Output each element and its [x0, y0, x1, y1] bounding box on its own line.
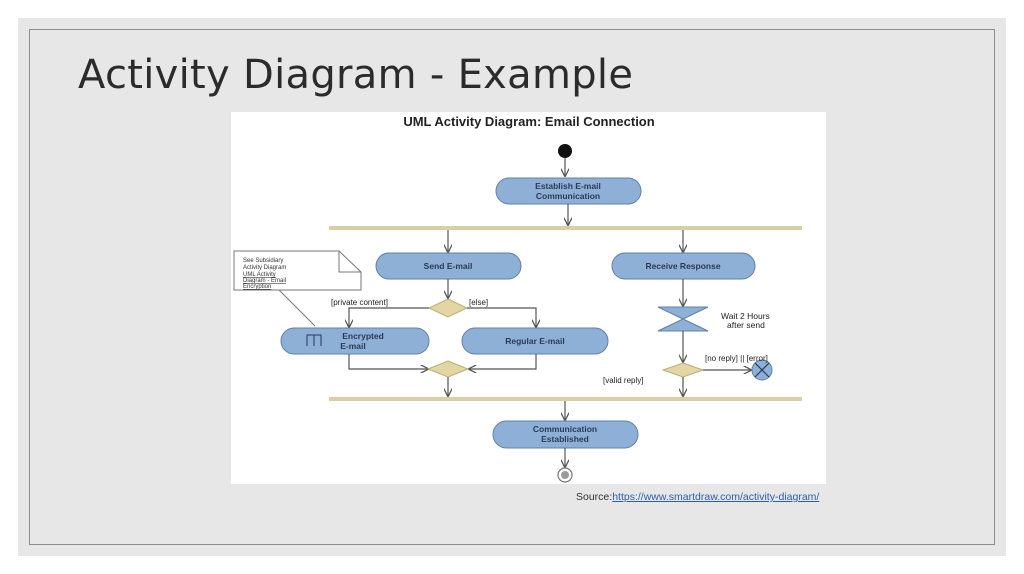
reply-decision-diamond [661, 362, 705, 378]
wait-label-1: Wait 2 Hours [721, 311, 770, 321]
subsidiary-note: See Subsidiary Activity Diagram UML Acti… [233, 250, 362, 291]
regular-email-label: Regular E-mail [505, 336, 565, 346]
note-line-5: Encryption [243, 284, 271, 290]
source-citation: Source:https://www.smartdraw.com/activit… [576, 491, 819, 503]
hourglass-icon [657, 306, 709, 332]
note-line-3: UML Activity [243, 272, 276, 278]
flow-arrow [349, 307, 429, 327]
source-label: Source: [576, 491, 613, 503]
wait-label-2: after send [727, 320, 765, 330]
guard-private-content: [private content] [331, 298, 388, 307]
diagram-title: UML Activity Diagram: Email Connection [403, 114, 654, 129]
send-email-label: Send E-mail [424, 261, 473, 271]
activity-diagram-image: UML Activity Diagram: Email Connection E… [231, 112, 826, 484]
note-line-4: Diagram - Email [243, 278, 286, 284]
note-connector [278, 289, 316, 327]
guard-valid-reply: [valid reply] [603, 376, 643, 385]
established-label-1: Communication [533, 424, 597, 434]
fork-bar [329, 226, 802, 230]
receive-response-label: Receive Response [645, 261, 720, 271]
receive-response-node: Receive Response [611, 252, 756, 280]
encrypted-label-2: E-mail [340, 341, 366, 351]
join-bar [329, 397, 802, 401]
wait-timer-node: Wait 2 Hours after send [657, 306, 770, 332]
flow-final-node [751, 359, 773, 381]
activity-diagram-svg: UML Activity Diagram: Email Connection E… [233, 114, 802, 483]
flow-arrow [469, 354, 537, 369]
encrypted-email-node: Encrypted E-mail [280, 327, 430, 355]
slide-title: Activity Diagram - Example [78, 52, 634, 98]
source-link[interactable]: https://www.smartdraw.com/activity-diagr… [612, 491, 820, 503]
note-line-1: See Subsidiary [243, 258, 283, 264]
establish-label-2: Communication [536, 191, 600, 201]
established-label-2: Established [541, 434, 589, 444]
guard-no-reply-error: [no reply] || [error] [705, 354, 768, 363]
subactivity-rake-icon [306, 334, 322, 346]
encrypted-label-1: Encrypted [342, 331, 384, 341]
send-email-node: Send E-mail [375, 252, 522, 280]
note-line-2: Activity Diagram [243, 265, 286, 271]
flow-arrow [467, 307, 536, 327]
guard-else: [else] [469, 298, 488, 307]
slide-frame [29, 29, 995, 545]
establish-label-1: Establish E-mail [535, 181, 601, 191]
decision-diamond [427, 298, 469, 318]
initial-node [558, 144, 572, 158]
flow-arrow [348, 354, 428, 369]
merge-diamond [426, 360, 470, 378]
communication-established-node: Communication Established [492, 420, 639, 449]
activity-final-node [557, 467, 573, 483]
establish-communication-node: Establish E-mail Communication [495, 177, 642, 205]
regular-email-node: Regular E-mail [461, 327, 609, 355]
